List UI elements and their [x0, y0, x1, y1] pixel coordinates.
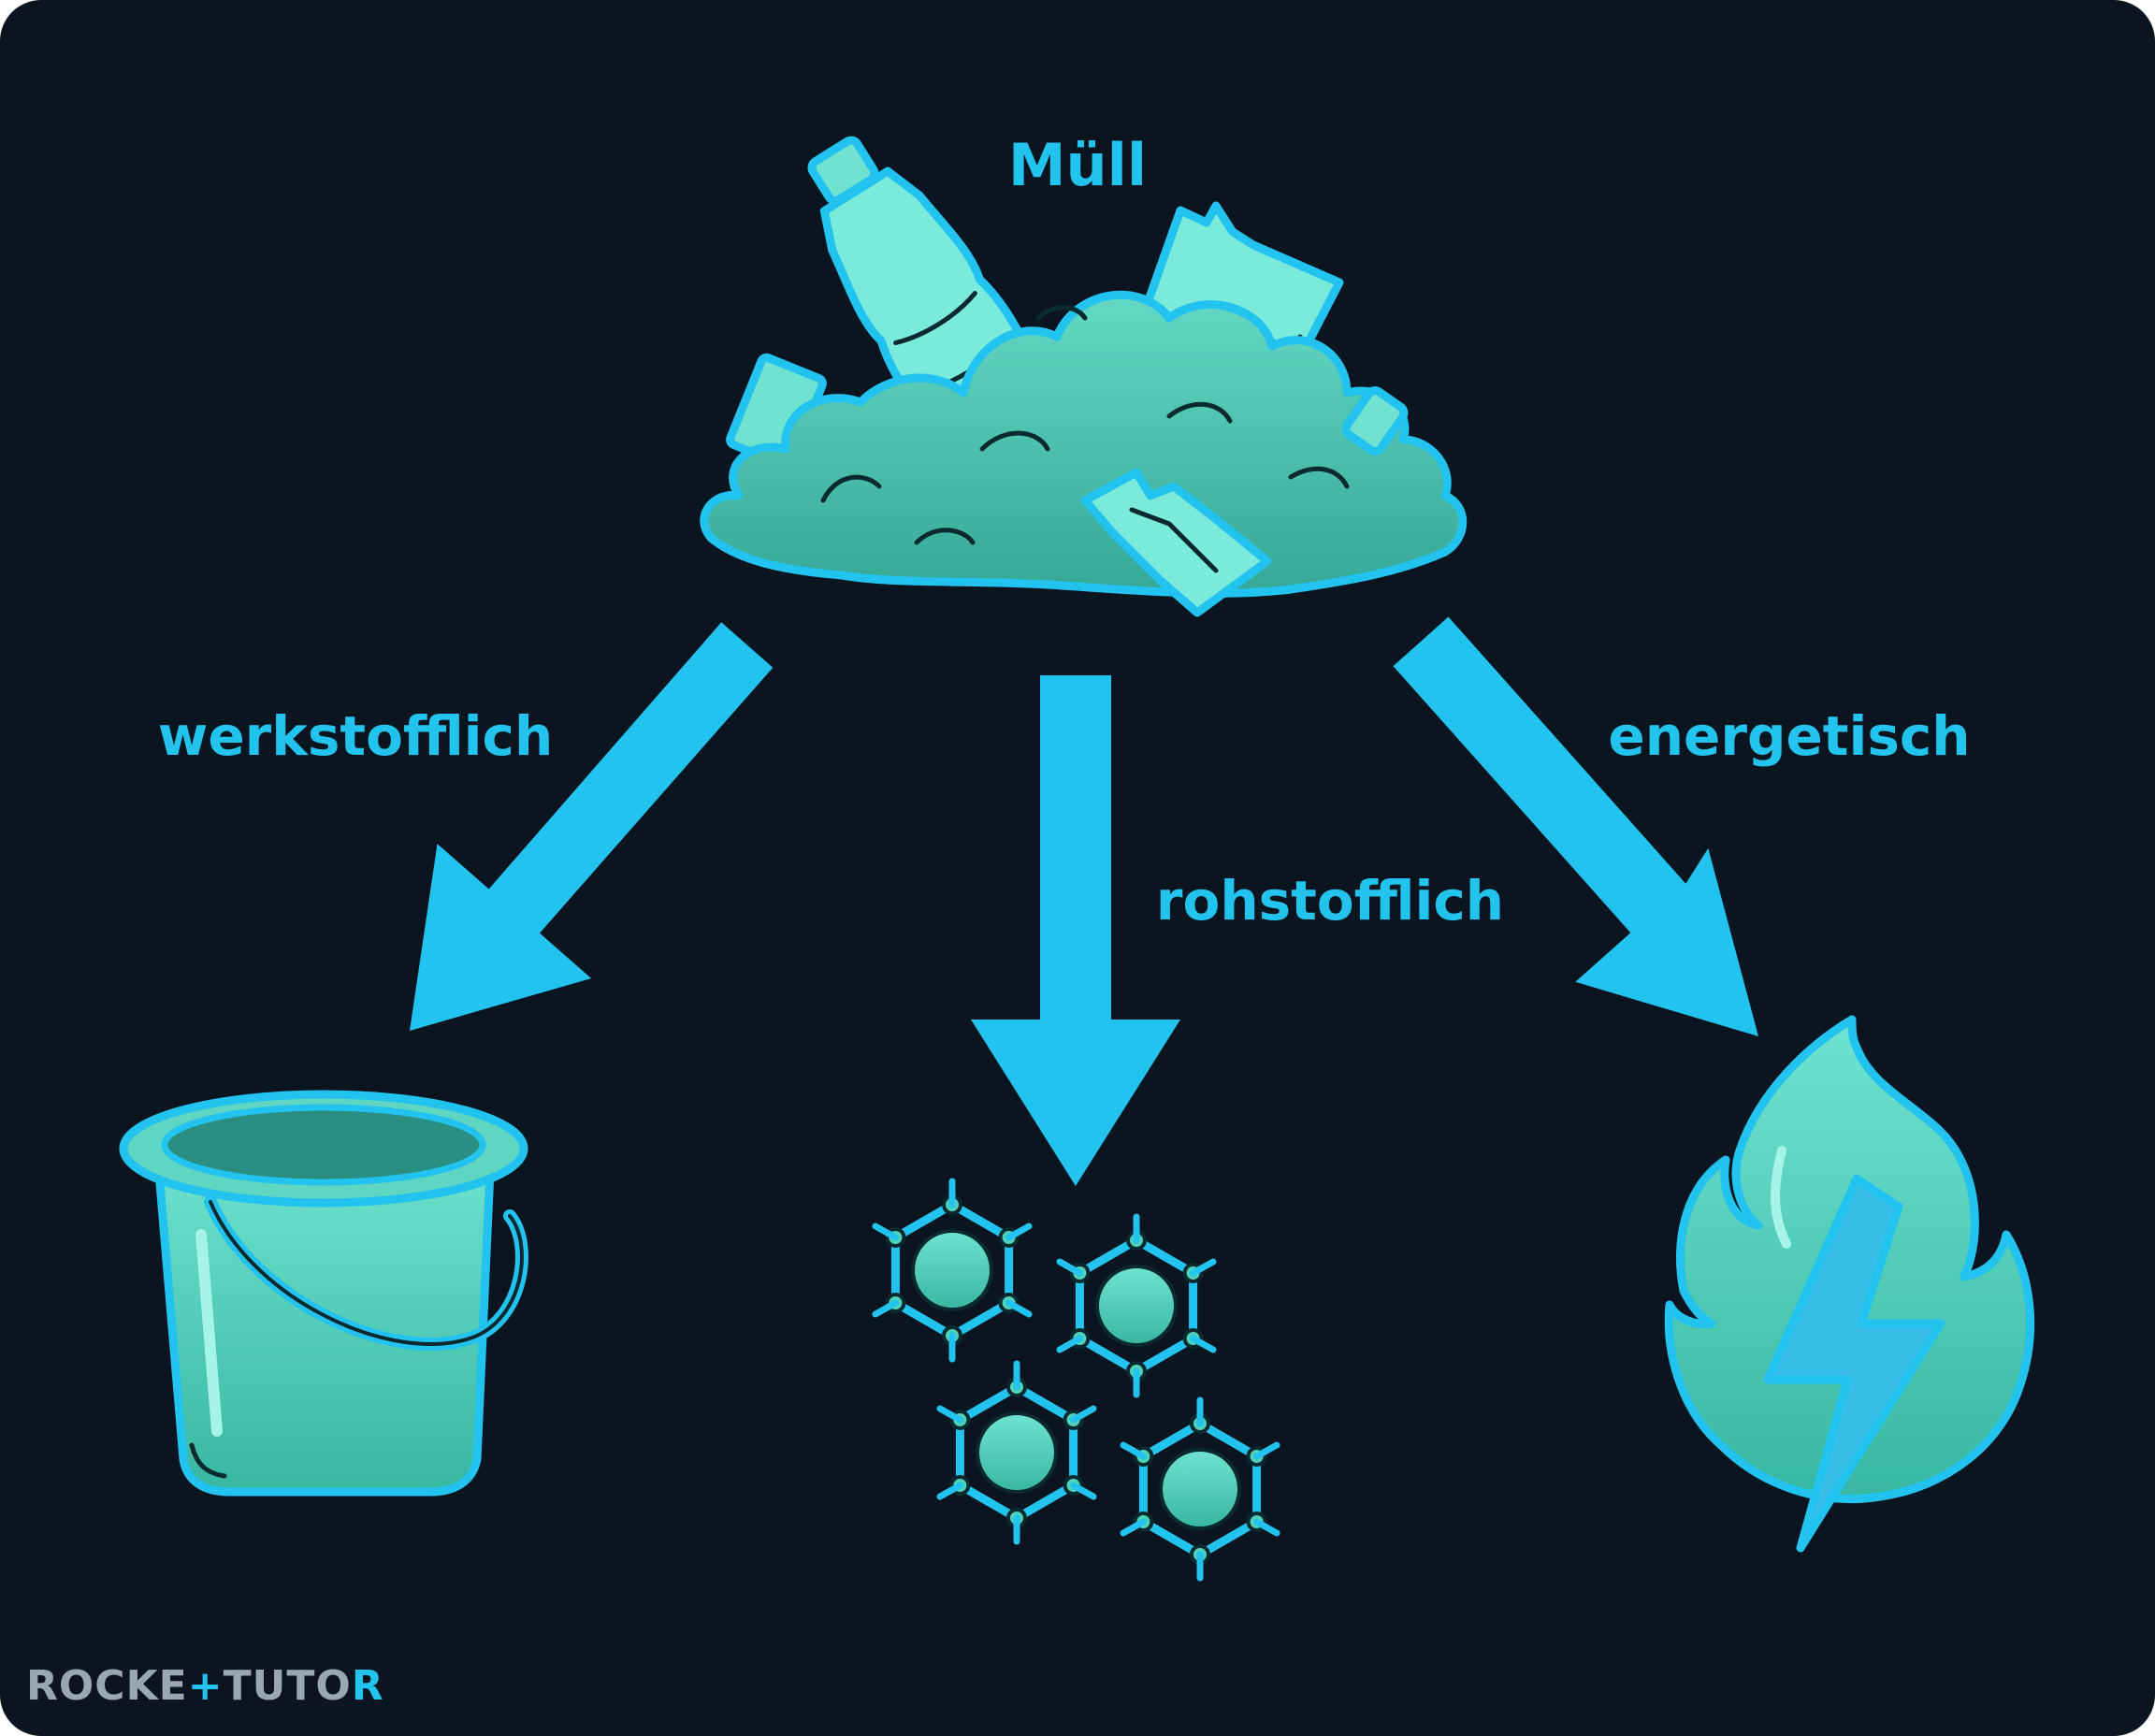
arrow-middle — [971, 675, 1180, 1186]
molecules-icon — [872, 1178, 1280, 1582]
garbage-pile-icon — [700, 136, 1468, 617]
path-label-energetisch: energetisch — [1608, 704, 1970, 768]
logo-text: ROCKE+TUTOR — [26, 1662, 384, 1710]
bucket-icon — [119, 1090, 528, 1497]
path-label-rohstofflich: rohstofflich — [1156, 869, 1504, 933]
arrow-left — [410, 622, 774, 1031]
path-label-werkstofflich: werkstofflich — [158, 704, 553, 768]
source-label: Müll — [1008, 131, 1147, 199]
flame-bolt-icon — [1664, 1015, 2035, 1553]
rocket-tutor-logo: ROCKE+TUTOR — [26, 1662, 384, 1710]
arrow-right — [1393, 616, 1758, 1036]
